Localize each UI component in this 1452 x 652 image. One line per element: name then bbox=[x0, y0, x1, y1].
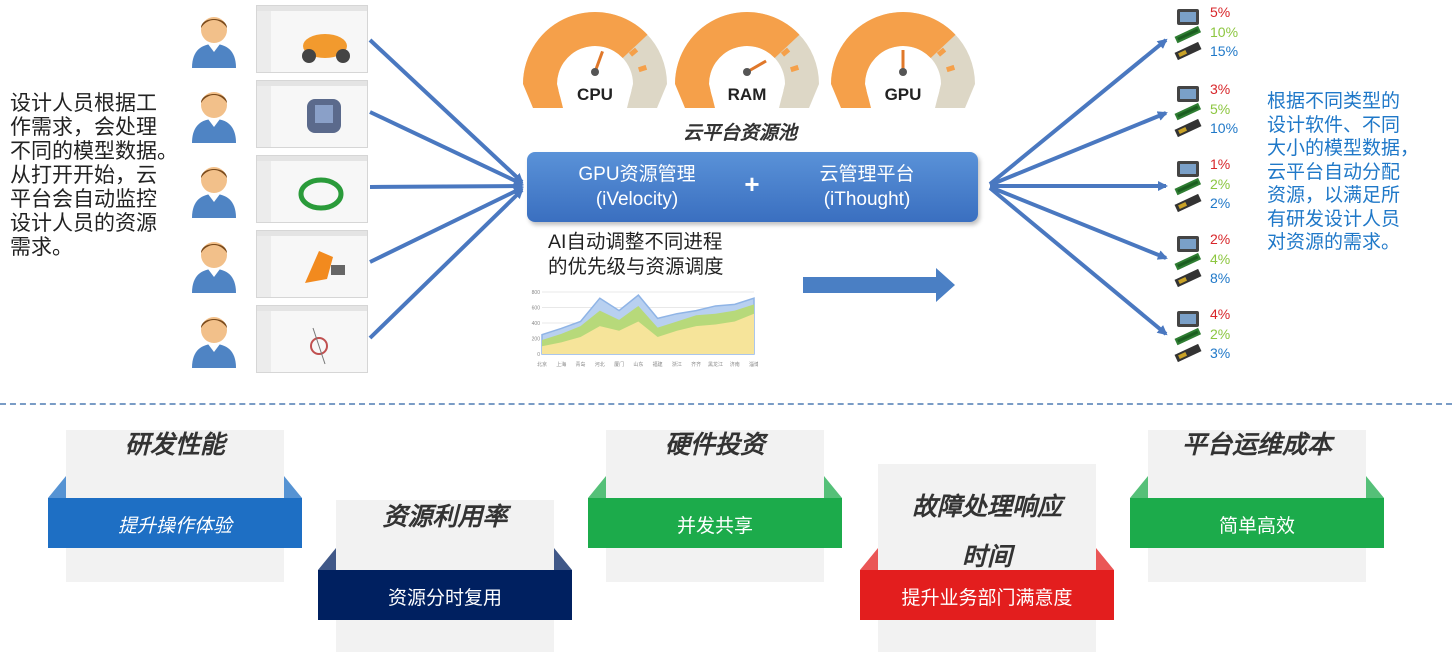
x-tick-label: 青岛 bbox=[576, 361, 586, 368]
allocation-percent: 5% bbox=[1210, 4, 1231, 20]
gauge-cpu: CPU bbox=[523, 11, 667, 112]
benefit-title: 资源利用率 bbox=[382, 503, 508, 531]
arrow-user-1 bbox=[368, 38, 524, 184]
section-divider bbox=[0, 403, 1452, 405]
arrow-user-5 bbox=[368, 188, 524, 340]
gauge-ram: RAM bbox=[675, 11, 819, 112]
allocation-percent: 3% bbox=[1210, 81, 1231, 97]
area-series-3 bbox=[542, 313, 754, 354]
gauge-label: CPU bbox=[577, 85, 613, 104]
benefit-title: 故障处理响应时间 bbox=[911, 493, 1062, 571]
user-avatar-icon bbox=[188, 310, 240, 368]
y-tick-label: 0 bbox=[537, 352, 540, 358]
hardware-icon bbox=[1172, 7, 1204, 66]
benefit-band bbox=[588, 476, 842, 548]
cloud-management: 云管理平台 (iThought) bbox=[819, 164, 915, 210]
y-tick-label: 400 bbox=[532, 321, 541, 327]
model-screenshot bbox=[256, 80, 368, 148]
allocation-percent: 8% bbox=[1210, 270, 1231, 286]
x-tick-label: 河北 bbox=[595, 361, 605, 368]
arrow-user-3 bbox=[369, 181, 524, 192]
allocation-percent: 4% bbox=[1210, 250, 1231, 267]
plus-sign: + bbox=[744, 169, 760, 199]
allocation-percent: 2% bbox=[1210, 231, 1231, 247]
resource-pool-label: 云平台资源池 bbox=[682, 123, 797, 144]
allocation-percent: 1% bbox=[1210, 156, 1231, 172]
gpu-management: GPU资源管理 (iVelocity) bbox=[578, 164, 696, 210]
benefit-band bbox=[1130, 476, 1384, 548]
benefit-band-label: 简单高效 bbox=[1218, 516, 1295, 537]
allocation-percent: 4% bbox=[1210, 306, 1231, 322]
benefit-band bbox=[860, 548, 1114, 620]
x-tick-label: 齐齐 bbox=[691, 361, 701, 368]
allocation-percent: 15% bbox=[1210, 43, 1239, 59]
x-tick-label: 浙江 bbox=[672, 361, 682, 368]
hardware-icon bbox=[1172, 159, 1204, 218]
model-screenshot bbox=[256, 230, 368, 298]
benefit-band-label: 提升操作体验 bbox=[117, 516, 232, 537]
y-tick-label: 800 bbox=[532, 290, 541, 296]
benefit-band bbox=[318, 548, 572, 620]
arrow-out-4 bbox=[989, 185, 1168, 260]
arrow-out-5 bbox=[988, 186, 1168, 336]
management-bar: GPU资源管理 (iVelocity) + 云管理平台 (iThought) bbox=[527, 152, 978, 222]
x-tick-label: 黑龙江 bbox=[708, 361, 723, 368]
ai-description: AI自动调整不同进程 的优先级与资源调度 bbox=[548, 231, 724, 278]
benefit-band-label: 提升业务部门满意度 bbox=[901, 588, 1073, 609]
benefit-band-label: 资源分时复用 bbox=[387, 588, 502, 609]
benefit-title: 平台运维成本 bbox=[1181, 431, 1332, 459]
user-avatar-icon bbox=[188, 85, 240, 143]
x-tick-label: 淄博 bbox=[749, 361, 758, 368]
hardware-icon bbox=[1172, 84, 1204, 143]
allocation-percent: 5% bbox=[1210, 100, 1231, 117]
hardware-icon bbox=[1172, 309, 1204, 368]
user-avatar-icon bbox=[188, 160, 240, 218]
x-tick-label: 福建 bbox=[653, 361, 663, 368]
benefit-title: 硬件投资 bbox=[664, 431, 765, 459]
arrow-out-2 bbox=[989, 111, 1168, 187]
benefit-band bbox=[48, 476, 302, 548]
x-tick-label: 济南 bbox=[730, 361, 740, 368]
y-tick-label: 600 bbox=[532, 306, 541, 312]
gauge-gpu: GPU bbox=[831, 11, 975, 112]
allocation-percent: 2% bbox=[1210, 325, 1231, 342]
arrow-user-4 bbox=[369, 186, 524, 264]
allocation-percent: 10% bbox=[1210, 23, 1239, 40]
arrow-out-1 bbox=[988, 38, 1168, 186]
allocation-percent: 3% bbox=[1210, 345, 1231, 361]
user-avatar-icon bbox=[188, 10, 240, 68]
x-tick-label: 厦门 bbox=[614, 361, 624, 368]
benefit-card bbox=[878, 464, 1096, 652]
user-avatar-icon bbox=[188, 235, 240, 293]
x-tick-label: 上海 bbox=[556, 361, 566, 368]
right-description: 根据不同类型的 设计软件、不同 大小的模型数据， 云平台自动分配 资源，以满足所… bbox=[1267, 91, 1420, 253]
hardware-icon bbox=[1172, 234, 1204, 293]
arrows-layer bbox=[368, 38, 1168, 340]
arrow-user-2 bbox=[369, 110, 524, 186]
gauge-label: GPU bbox=[885, 85, 922, 104]
allocation-percent: 10% bbox=[1210, 120, 1239, 136]
benefit-title: 研发性能 bbox=[124, 431, 225, 459]
y-tick-label: 200 bbox=[532, 337, 541, 343]
model-screenshot bbox=[256, 155, 368, 223]
x-tick-label: 北京 bbox=[537, 361, 547, 368]
allocation-percent: 2% bbox=[1210, 175, 1231, 192]
benefit-band-label: 并发共享 bbox=[676, 516, 753, 537]
allocation-percent: 2% bbox=[1210, 195, 1231, 211]
gauge-label: RAM bbox=[728, 85, 767, 104]
area-chart: 800 600 400 200 0 北京 上海 青岛 河北 厦门 山东 福建 浙江 齐齐黑龙江济南 淄博 bbox=[528, 286, 758, 372]
model-screenshot bbox=[256, 5, 368, 73]
x-tick-label: 山东 bbox=[633, 361, 643, 368]
left-description: 设计人员根据工 作需求，会处理 不同的模型数据。 从打开开始，云 平台会自动监控… bbox=[10, 92, 178, 259]
block-arrow bbox=[803, 268, 955, 302]
model-screenshot bbox=[256, 305, 368, 373]
